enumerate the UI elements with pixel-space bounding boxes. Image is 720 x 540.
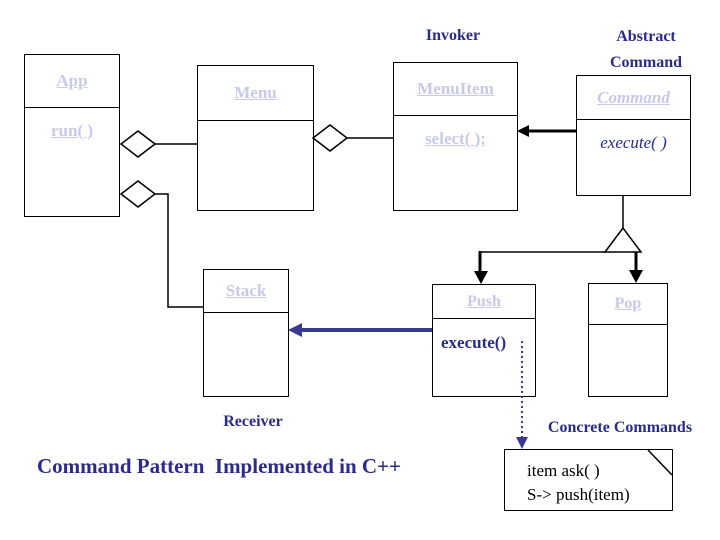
class-name-menu: Menu bbox=[198, 66, 313, 121]
command-menuitem-arrowhead bbox=[517, 125, 529, 137]
class-name-command: Command bbox=[577, 76, 690, 120]
aggregation-diamond-app-menu bbox=[119, 130, 157, 158]
class-box-command: Command execute( ) bbox=[576, 75, 691, 196]
class-box-menuitem: MenuItem select( ); bbox=[393, 62, 518, 211]
push-stack-arrowhead bbox=[288, 323, 302, 337]
inheritance-triangle bbox=[603, 226, 643, 253]
class-name-push: Push bbox=[433, 285, 535, 319]
abstract-command-label-line2: Command bbox=[609, 54, 682, 71]
class-name-stack: Stack bbox=[204, 270, 288, 313]
slide-title: Command Pattern Implemented in C++ bbox=[37, 454, 401, 478]
class-box-app: App run( ) bbox=[24, 54, 120, 217]
abstract-command-label-line1: Abstract bbox=[616, 28, 676, 45]
member-menuitem-select: select( ); bbox=[425, 129, 486, 148]
member-push-execute: execute() bbox=[441, 333, 507, 352]
aggregation-diamond-app-stack bbox=[119, 180, 157, 208]
class-name-app: App bbox=[25, 55, 119, 108]
code-note-line1: item ask( ) bbox=[527, 461, 600, 480]
code-note-box: item ask( ) S-> push(item) bbox=[504, 449, 673, 511]
concrete-commands-label: Concrete Commands bbox=[547, 419, 693, 436]
member-command-execute: execute( ) bbox=[600, 133, 667, 152]
class-box-menu: Menu bbox=[197, 65, 314, 211]
member-app-run: run( ) bbox=[50, 121, 94, 140]
pop-branch-arrowhead bbox=[629, 270, 643, 283]
push-branch-arrowhead bbox=[474, 271, 488, 284]
class-name-pop: Pop bbox=[589, 284, 667, 325]
class-box-push: Push execute() bbox=[432, 284, 536, 397]
class-name-menuitem: MenuItem bbox=[394, 63, 517, 116]
execute-note-arrowhead bbox=[516, 437, 528, 449]
class-box-pop: Pop bbox=[588, 283, 668, 397]
abstract-command-label: Abstract Command bbox=[576, 24, 716, 76]
app-stack-link-line bbox=[155, 193, 203, 308]
code-note-line2: S-> push(item) bbox=[527, 485, 630, 504]
class-box-stack: Stack bbox=[203, 269, 289, 397]
aggregation-diamond-menu-menuitem bbox=[311, 124, 349, 152]
receiver-label: Receiver bbox=[223, 413, 283, 430]
invoker-label: Invoker bbox=[425, 27, 481, 44]
